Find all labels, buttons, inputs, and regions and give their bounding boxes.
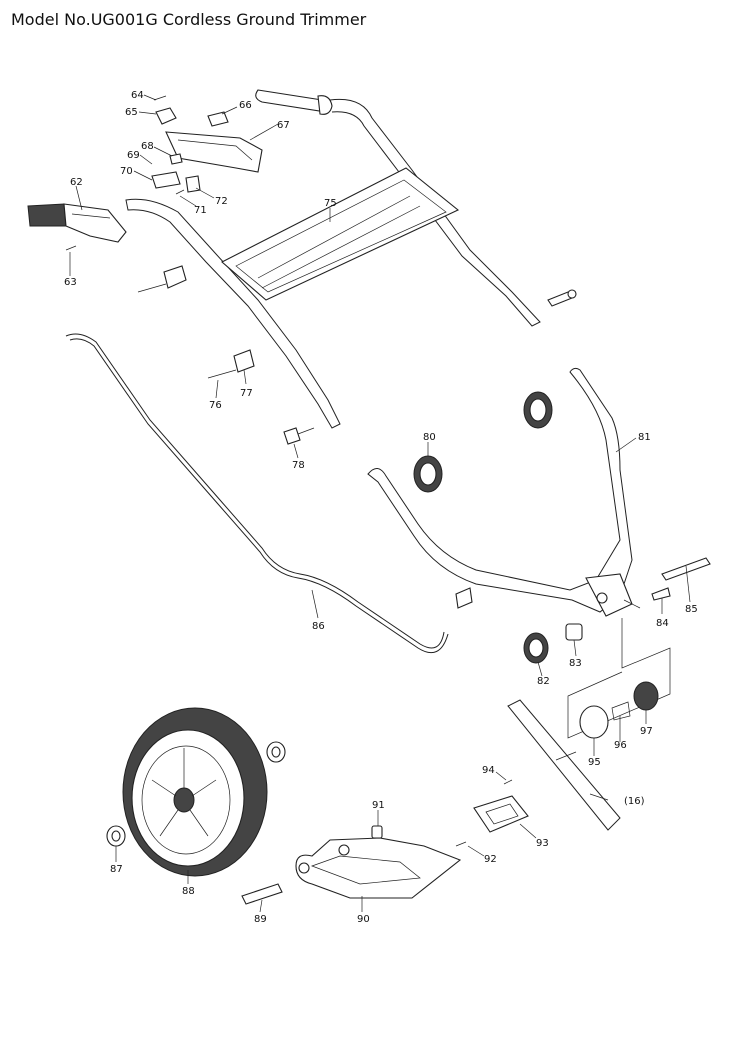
page-title: Model No.UG001G Cordless Ground Trimmer: [11, 10, 367, 29]
callout-16: (16): [624, 796, 645, 807]
callout-91: 91: [372, 800, 385, 811]
callout-89: 89: [254, 914, 267, 925]
callout-63: 63: [64, 277, 77, 288]
callout-70: 70: [120, 166, 133, 177]
callout-90: 90: [357, 914, 370, 925]
callout-97: 97: [640, 726, 653, 737]
upper-handle-bar: [125, 89, 577, 429]
callout-78: 78: [292, 460, 305, 471]
callouts: 64 65 66 67 68 69 70 71 72 62 63 75 76 7…: [64, 90, 698, 925]
callout-88: 88: [182, 886, 195, 897]
wire-bar: [65, 333, 449, 654]
callout-81: 81: [638, 432, 651, 443]
mount-parts: [295, 779, 529, 899]
callout-71: 71: [194, 205, 207, 216]
callout-84: 84: [656, 618, 669, 629]
callout-86: 86: [312, 621, 325, 632]
callout-62: 62: [70, 177, 83, 188]
bolts: [455, 557, 711, 609]
callout-65: 65: [125, 107, 138, 118]
callout-77: 77: [240, 388, 253, 399]
clamp-parts: [137, 265, 315, 445]
shaft: [507, 699, 621, 831]
callout-85: 85: [685, 604, 698, 615]
detail-box: [567, 618, 671, 739]
callout-82: 82: [537, 676, 550, 687]
callout-80: 80: [423, 432, 436, 443]
wheel: [106, 707, 286, 905]
callout-69: 69: [127, 150, 140, 161]
callout-76: 76: [209, 400, 222, 411]
callout-66: 66: [239, 100, 252, 111]
rear-grip: [27, 203, 127, 251]
knobs: [413, 391, 583, 664]
callout-72: 72: [215, 196, 228, 207]
callout-95: 95: [588, 757, 601, 768]
callout-93: 93: [536, 838, 549, 849]
callout-75: 75: [324, 198, 337, 209]
switch-assembly: [151, 95, 263, 195]
callout-92: 92: [484, 854, 497, 865]
lower-handle: [367, 367, 641, 617]
callout-83: 83: [569, 658, 582, 669]
callout-67: 67: [277, 120, 290, 131]
leader-lines: [69, 94, 691, 913]
callout-64: 64: [131, 90, 144, 101]
callout-87: 87: [110, 864, 123, 875]
callout-94: 94: [482, 765, 495, 776]
callout-68: 68: [141, 141, 154, 152]
callout-96: 96: [614, 740, 627, 751]
